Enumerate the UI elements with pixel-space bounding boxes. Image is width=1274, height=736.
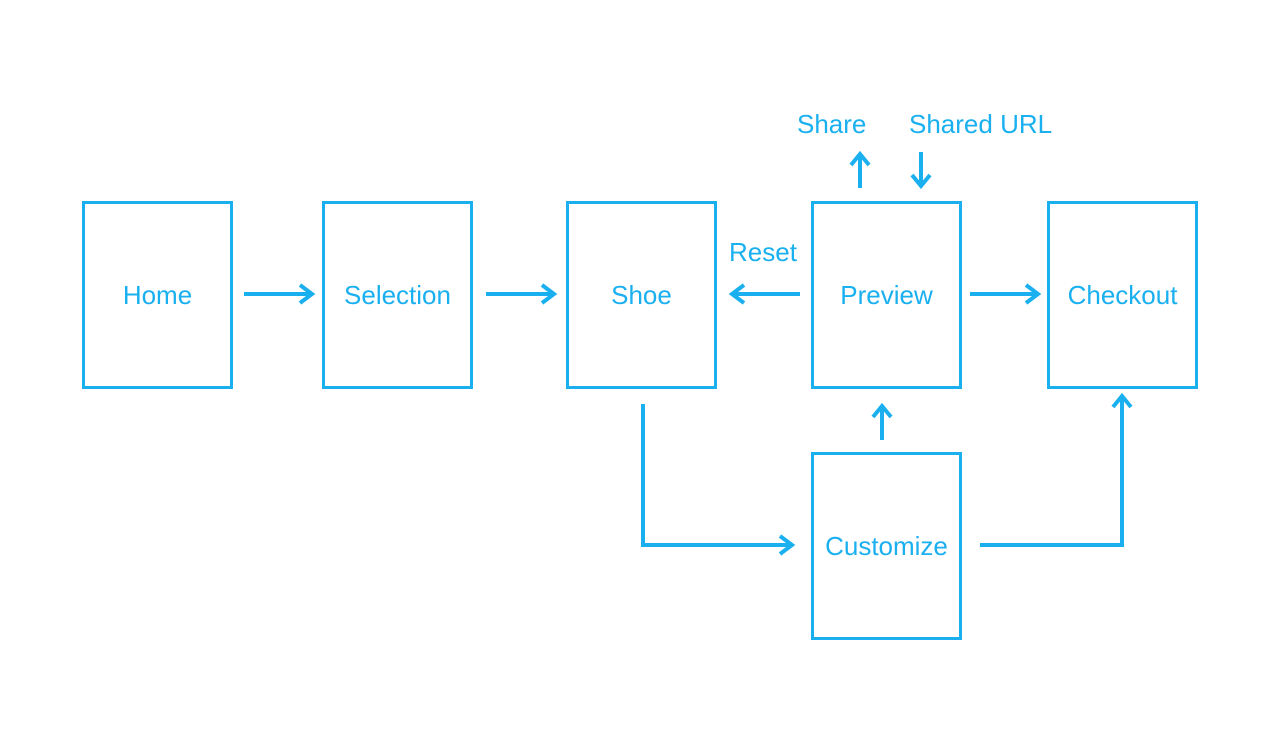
node-customize-label: Customize	[825, 530, 948, 561]
arrow-customize-to-checkout	[980, 392, 1133, 547]
arrow-shoe-to-customize	[641, 404, 796, 556]
arrow-home-to-selection	[244, 283, 316, 305]
arrow-selection-to-shoe	[486, 283, 558, 305]
edge-label-shared-url: Shared URL	[909, 109, 1053, 139]
node-shoe-label: Shoe	[611, 279, 672, 310]
arrow-customize-to-preview	[871, 402, 893, 440]
node-selection: Selection	[322, 201, 473, 389]
edge-label-reset: Reset	[729, 237, 797, 267]
node-home: Home	[82, 201, 233, 389]
node-selection-label: Selection	[344, 279, 451, 310]
node-preview-label: Preview	[840, 279, 933, 310]
node-shoe: Shoe	[566, 201, 717, 389]
arrow-preview-to-shoe	[728, 283, 800, 305]
edge-label-share: Share	[797, 109, 867, 139]
node-preview: Preview	[811, 201, 962, 389]
node-home-label: Home	[122, 279, 193, 310]
node-checkout-label: Checkout	[1067, 279, 1178, 310]
arrow-share-up	[849, 150, 871, 188]
arrow-shared-url-down	[910, 152, 932, 190]
arrow-preview-to-checkout	[970, 283, 1042, 305]
node-checkout: Checkout	[1047, 201, 1198, 389]
node-customize: Customize	[811, 452, 962, 640]
